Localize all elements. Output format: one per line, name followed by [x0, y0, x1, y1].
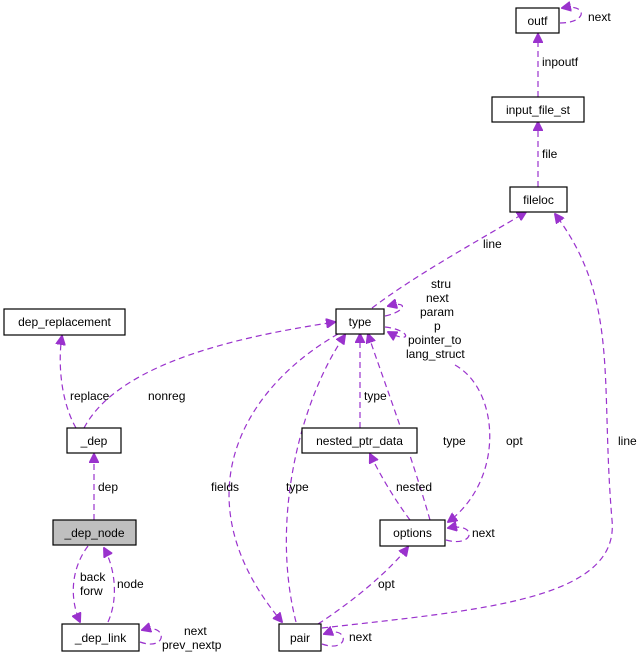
node-type[interactable]: type: [335, 308, 385, 335]
label-p: p: [434, 319, 441, 333]
edge-pair-next: [321, 632, 344, 647]
label-pair-next: next: [349, 630, 372, 644]
label-nonreg: nonreg: [148, 389, 185, 403]
edges: [60, 7, 613, 647]
label-back: back: [80, 570, 106, 584]
label-dep: dep: [98, 480, 118, 494]
node-type-label: type: [349, 315, 372, 329]
label-inpoutf: inpoutf: [542, 55, 579, 69]
node-dep-node[interactable]: _dep_node: [52, 519, 137, 546]
label-line-type-fileloc: line: [483, 237, 502, 251]
node-pair-label: pair: [290, 631, 310, 645]
label-type-next: next: [426, 291, 449, 305]
node-fileloc[interactable]: fileloc: [509, 186, 568, 213]
label-opt-type-options: opt: [506, 434, 523, 448]
node-options[interactable]: options: [379, 519, 446, 547]
node-dep-label: _dep: [80, 434, 108, 448]
edge-dep-link-self: [139, 629, 162, 645]
label-stru: stru: [431, 277, 451, 291]
node-outf[interactable]: outf: [515, 7, 560, 34]
edge-type-self-1: [384, 304, 403, 317]
node-nested-ptr-data-label: nested_ptr_data: [316, 434, 403, 448]
edge-replace: [60, 336, 77, 429]
node-dep-node-label: _dep_node: [63, 526, 124, 540]
edge-labels: next inpoutf file line stru next param p…: [70, 10, 637, 652]
node-pair[interactable]: pair: [278, 623, 322, 652]
edge-options-next: [445, 527, 470, 543]
node-options-label: options: [393, 526, 432, 540]
label-node: node: [117, 577, 144, 591]
edge-back-forw: [73, 545, 89, 622]
node-nested-ptr-data[interactable]: nested_ptr_data: [301, 427, 418, 454]
label-nested: nested: [396, 480, 432, 494]
edge-pair-fileloc-line: [321, 214, 613, 629]
node-dep-link[interactable]: _dep_link: [61, 623, 140, 652]
node-input-file-st-label: input_file_st: [506, 103, 571, 117]
node-outf-label: outf: [527, 14, 548, 28]
edge-node: [104, 548, 115, 623]
edge-options-type: [368, 334, 431, 521]
edge-fields: [228, 333, 339, 622]
label-line-pair-fileloc: line: [618, 434, 637, 448]
label-opt-pair-options: opt: [378, 577, 395, 591]
label-file: file: [542, 147, 558, 161]
edge-nonreg: [83, 322, 335, 429]
edge-nested: [370, 454, 411, 521]
edge-outf-next: [559, 7, 582, 24]
label-type-options: type: [443, 434, 466, 448]
node-input-file-st[interactable]: input_file_st: [491, 96, 585, 123]
label-type-pair: type: [286, 480, 309, 494]
nodes: outf input_file_st fileloc type dep_repl…: [3, 7, 585, 652]
label-pointer-to: pointer_to: [408, 333, 462, 347]
edge-pair-type: [285, 335, 345, 623]
label-lang-struct: lang_struct: [406, 347, 465, 361]
node-dep-link-label: _dep_link: [74, 631, 127, 645]
node-fileloc-label: fileloc: [523, 193, 554, 207]
node-dep-replacement-label: dep_replacement: [18, 315, 111, 329]
label-options-next: next: [472, 526, 495, 540]
label-outf-next: next: [588, 10, 611, 24]
label-type-nested: type: [364, 389, 387, 403]
label-param: param: [420, 305, 454, 319]
label-fields: fields: [211, 480, 239, 494]
label-prev-nextp: prev_nextp: [162, 638, 222, 652]
edge-pair-options-opt: [317, 547, 408, 625]
node-dep-replacement[interactable]: dep_replacement: [3, 308, 126, 336]
label-dep-link-next: next: [184, 624, 207, 638]
label-replace: replace: [70, 389, 110, 403]
edge-type-fileloc-line: [371, 212, 526, 309]
label-forw: forw: [80, 584, 103, 598]
node-dep[interactable]: _dep: [66, 427, 122, 454]
edge-type-options-opt: [448, 364, 491, 522]
edge-type-self-2: [384, 326, 407, 337]
